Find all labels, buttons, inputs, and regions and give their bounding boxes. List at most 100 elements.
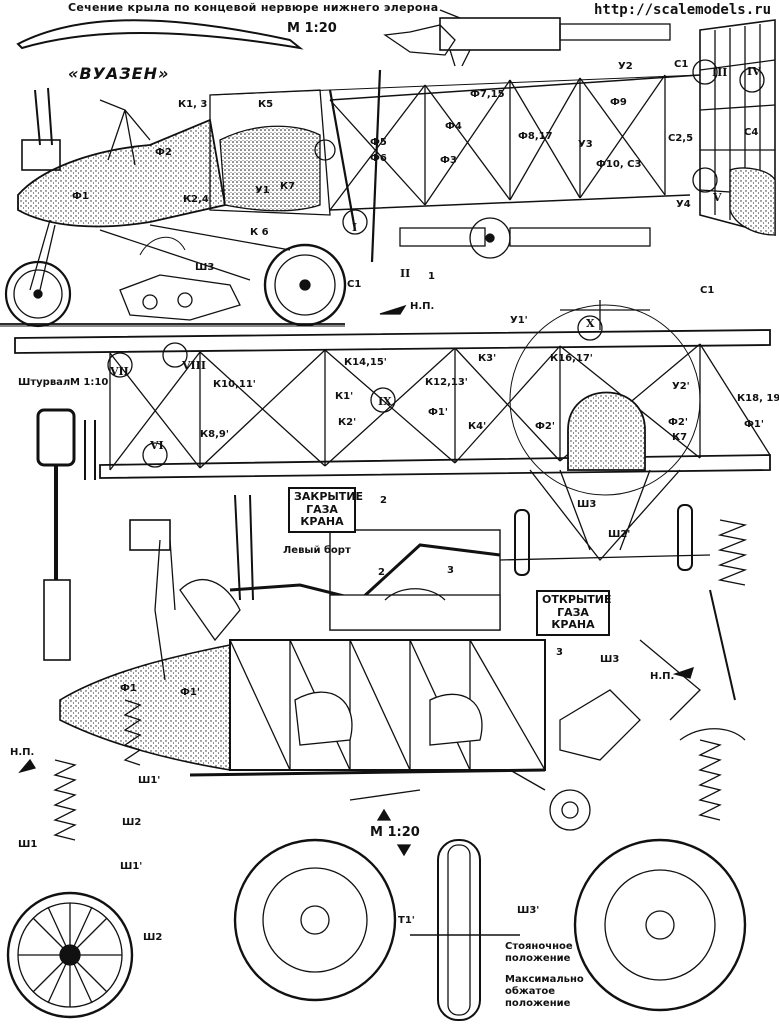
max-compressed-label: Максимально обжатое положение bbox=[505, 975, 584, 1009]
label-f1-lower: Ф1 bbox=[120, 683, 137, 694]
roman-ii: II bbox=[400, 267, 411, 280]
label-f10-s3: Ф10, С3 bbox=[596, 159, 642, 170]
label-t1: Т1' bbox=[398, 915, 415, 926]
open-fuel-valve-box: ОТКРЫТИЕ ГАЗА КРАНА bbox=[536, 590, 612, 636]
fuselage-side-view bbox=[0, 19, 776, 328]
label-k7p: К7 bbox=[672, 432, 688, 443]
control-wheel-label: Штурвал bbox=[18, 377, 71, 388]
label-f2: Ф2 bbox=[155, 147, 172, 158]
label-f9: Ф9 bbox=[610, 97, 627, 108]
label-sh3-front: Ш3 bbox=[577, 499, 597, 510]
roman-v: V bbox=[713, 191, 722, 204]
label-f3: Ф3 bbox=[440, 155, 457, 166]
roman-iii: III bbox=[712, 66, 728, 79]
label-sh1: Ш1 bbox=[18, 839, 38, 850]
label-n1-top: 1 bbox=[428, 271, 435, 282]
label-f2p-left: Ф2' bbox=[535, 421, 555, 432]
detail-circle-1 bbox=[399, 217, 651, 259]
label-k2p: К2' bbox=[338, 417, 357, 428]
control-wheel-scale: М 1:10 bbox=[70, 377, 109, 388]
bottom-scale: М 1:20 bbox=[370, 825, 420, 840]
label-u2: У2 bbox=[618, 61, 633, 72]
label-np-lower: Н.П. bbox=[10, 747, 35, 758]
label-k1-3: К1, 3 bbox=[178, 99, 208, 110]
label-sh3-right: Ш3 bbox=[600, 654, 620, 665]
label-f1p-lower: Ф1' bbox=[180, 687, 200, 698]
label-f6: Ф6 bbox=[370, 153, 387, 164]
label-s4: С4 bbox=[744, 127, 759, 138]
label-np-right: Н.П. bbox=[650, 671, 675, 682]
aircraft-name: «ВУАЗЕН» bbox=[68, 64, 170, 83]
max-line-1: Максимально bbox=[505, 974, 584, 985]
label-k10-11: К10,11' bbox=[213, 379, 256, 390]
fuselage-frame-cutaway bbox=[59, 494, 546, 801]
label-sh1p: Ш1' bbox=[138, 775, 161, 786]
machine-gun-drawing bbox=[383, 9, 671, 67]
leader-arrows bbox=[18, 304, 694, 857]
label-k18-19: К18, 19 bbox=[737, 393, 779, 404]
section-title: Сечение крыла по концевой нервюре нижнег… bbox=[68, 1, 439, 14]
label-u1: У1 bbox=[255, 185, 270, 196]
label-n2-upper: 2 bbox=[380, 495, 387, 506]
close-box-line-2: ГАЗА bbox=[306, 502, 338, 516]
label-k2-4: К2,4 bbox=[183, 194, 209, 205]
wheel-bottom-left bbox=[6, 891, 134, 1019]
wing-rib-section bbox=[16, 19, 304, 50]
label-f1p-mid: Ф1' bbox=[428, 407, 448, 418]
left-board-label: Левый борт bbox=[283, 545, 351, 556]
label-s2-5: С2,5 bbox=[668, 133, 694, 144]
label-s1-right: С1 bbox=[700, 285, 715, 296]
label-np-top: Н.П. bbox=[410, 301, 435, 312]
label-u2p: У2' bbox=[672, 381, 690, 392]
label-f1p-right: Ф1' bbox=[744, 419, 764, 430]
wheel-bottom-center bbox=[233, 838, 397, 1002]
label-s1-top: С1 bbox=[674, 59, 689, 70]
parking-line-2: положение bbox=[505, 953, 571, 964]
label-f4: Ф4 bbox=[445, 121, 462, 132]
roman-viii: VIII bbox=[182, 359, 206, 372]
label-k5: К5 bbox=[258, 99, 274, 110]
label-sh2: Ш2 bbox=[122, 817, 142, 828]
parking-position-label: Стояночное положение bbox=[505, 942, 573, 964]
label-k1p: К1' bbox=[335, 391, 354, 402]
label-f8-17: Ф8,17 bbox=[518, 131, 553, 142]
parking-line-1: Стояночное bbox=[505, 941, 573, 952]
open-box-line-3: КРАНА bbox=[551, 618, 595, 632]
watermark-url: http://scalemodels.ru bbox=[594, 2, 772, 18]
label-sh3p: Ш3' bbox=[517, 905, 540, 916]
label-sh1p-low: Ш1' bbox=[120, 861, 143, 872]
roman-vii: VII bbox=[110, 365, 129, 378]
max-line-2: обжатое bbox=[505, 986, 555, 997]
open-box-line-2: ГАЗА bbox=[557, 605, 589, 619]
label-k14-15: К14,15' bbox=[344, 357, 387, 368]
label-n2-inner: 2 bbox=[378, 567, 385, 578]
control-wheel-drawing bbox=[36, 408, 96, 661]
label-sh2-low: Ш2 bbox=[143, 932, 163, 943]
label-sh3-top: Ш3 bbox=[195, 262, 215, 273]
label-f2p-right: Ф2' bbox=[668, 417, 688, 428]
open-box-line-1: ОТКРЫТИЕ bbox=[542, 593, 612, 606]
label-sh2p-front: Ш2' bbox=[608, 529, 631, 540]
label-s1-mid: С1 bbox=[347, 279, 362, 290]
label-u4: У4 bbox=[676, 199, 691, 210]
label-f1: Ф1 bbox=[72, 191, 89, 202]
label-k3p: К3' bbox=[478, 353, 497, 364]
roman-iv: IV bbox=[747, 65, 761, 78]
fitting-sh3-drawing bbox=[119, 236, 241, 321]
roman-i: I bbox=[352, 221, 358, 234]
label-u3: У3 bbox=[578, 139, 593, 150]
label-k4p: К4' bbox=[468, 421, 487, 432]
label-k6: К 6 bbox=[250, 227, 269, 238]
wing-plan-view bbox=[14, 300, 771, 576]
label-u1p: У1' bbox=[510, 315, 528, 326]
label-n3-inner: 3 bbox=[447, 565, 454, 576]
label-k8-9: К8,9' bbox=[200, 429, 229, 440]
axle-fittings-detail bbox=[549, 639, 746, 831]
shock-absorber-springs bbox=[53, 519, 748, 841]
label-k12-13: К12,13' bbox=[425, 377, 468, 388]
label-k16-17: К16,17' bbox=[550, 353, 593, 364]
scale-top: М 1:20 bbox=[287, 21, 337, 36]
roman-x: X bbox=[586, 317, 595, 330]
close-box-line-1: ЗАКРЫТИЕ bbox=[294, 490, 364, 503]
